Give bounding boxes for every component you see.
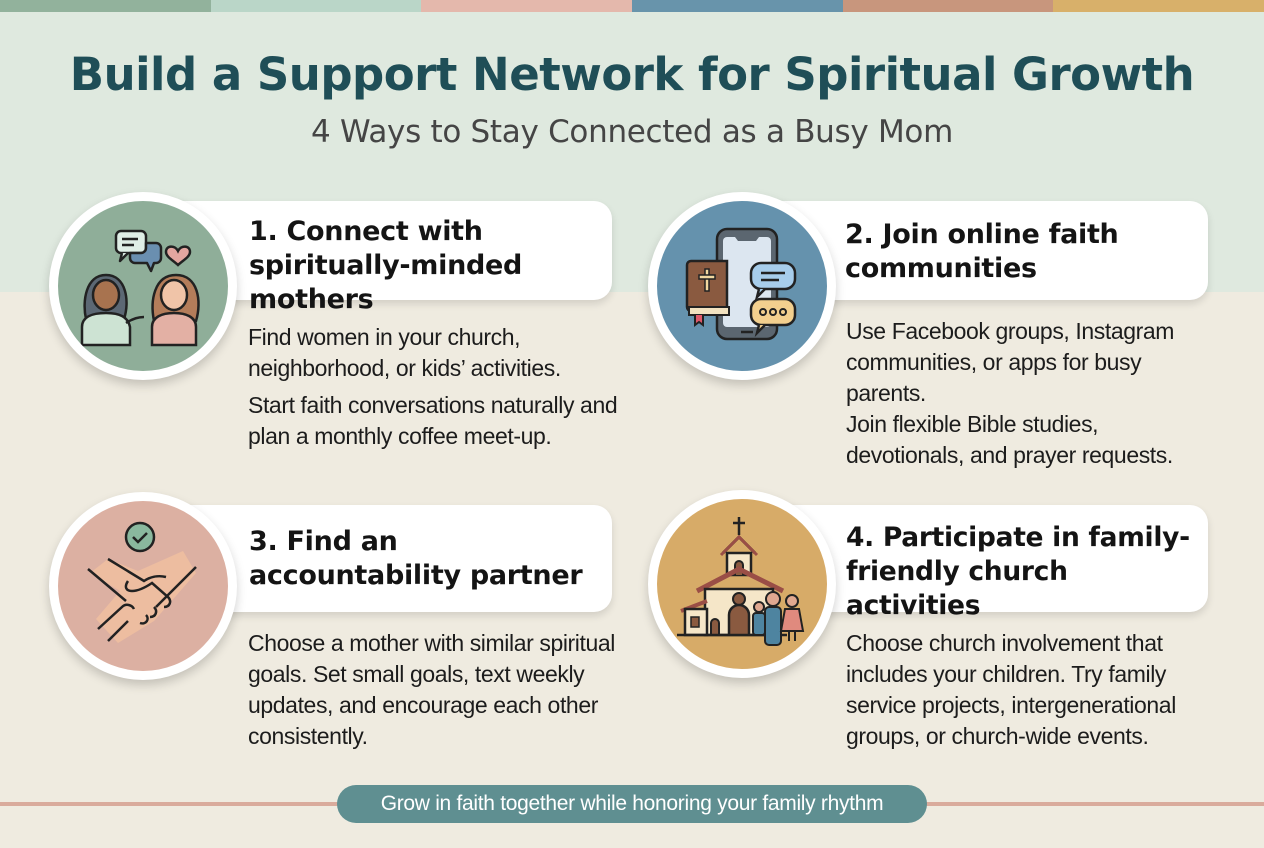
stripe-blue [632,0,843,12]
section-2-icon-circle [648,192,836,380]
section-1-title: 1. Connect with spiritually-minded mothe… [249,216,523,315]
section-1-description: Find women in your church, neighborhood,… [248,324,618,449]
section-3-icon-circle [49,492,237,680]
stripe-mint [210,0,422,12]
section-4-title: 4. Participate in family- friendly churc… [846,522,1190,621]
page-subtitle: 4 Ways to Stay Connected as a Busy Mom [310,114,953,150]
church-family-icon [677,517,805,646]
color-stripe-bar [0,0,1264,12]
stripe-gold [1053,0,1264,12]
stripe-terracotta [842,0,1054,12]
stripe-sage [0,0,211,12]
footer-tagline-pill: Grow in faith together while honoring yo… [337,785,927,823]
page-title: Build a Support Network for Spiritual Gr… [69,48,1195,101]
section-4-description: Choose church involvement that includes … [846,630,1176,749]
section-2-title: 2. Join online faith communities [845,219,1119,284]
stripe-pink [421,0,633,12]
section-2-description: Use Facebook groups, Instagram communiti… [846,318,1175,468]
section-4-icon-circle [648,490,836,678]
section-3-title: 3. Find an accountability partner [249,526,583,591]
handshake-check-icon [87,521,197,643]
section-1-icon-circle [49,192,237,380]
two-women-chatting-icon [80,229,200,347]
phone-bible-chat-icon [685,227,797,341]
section-3-description: Choose a mother with similar spiritual g… [248,630,615,749]
